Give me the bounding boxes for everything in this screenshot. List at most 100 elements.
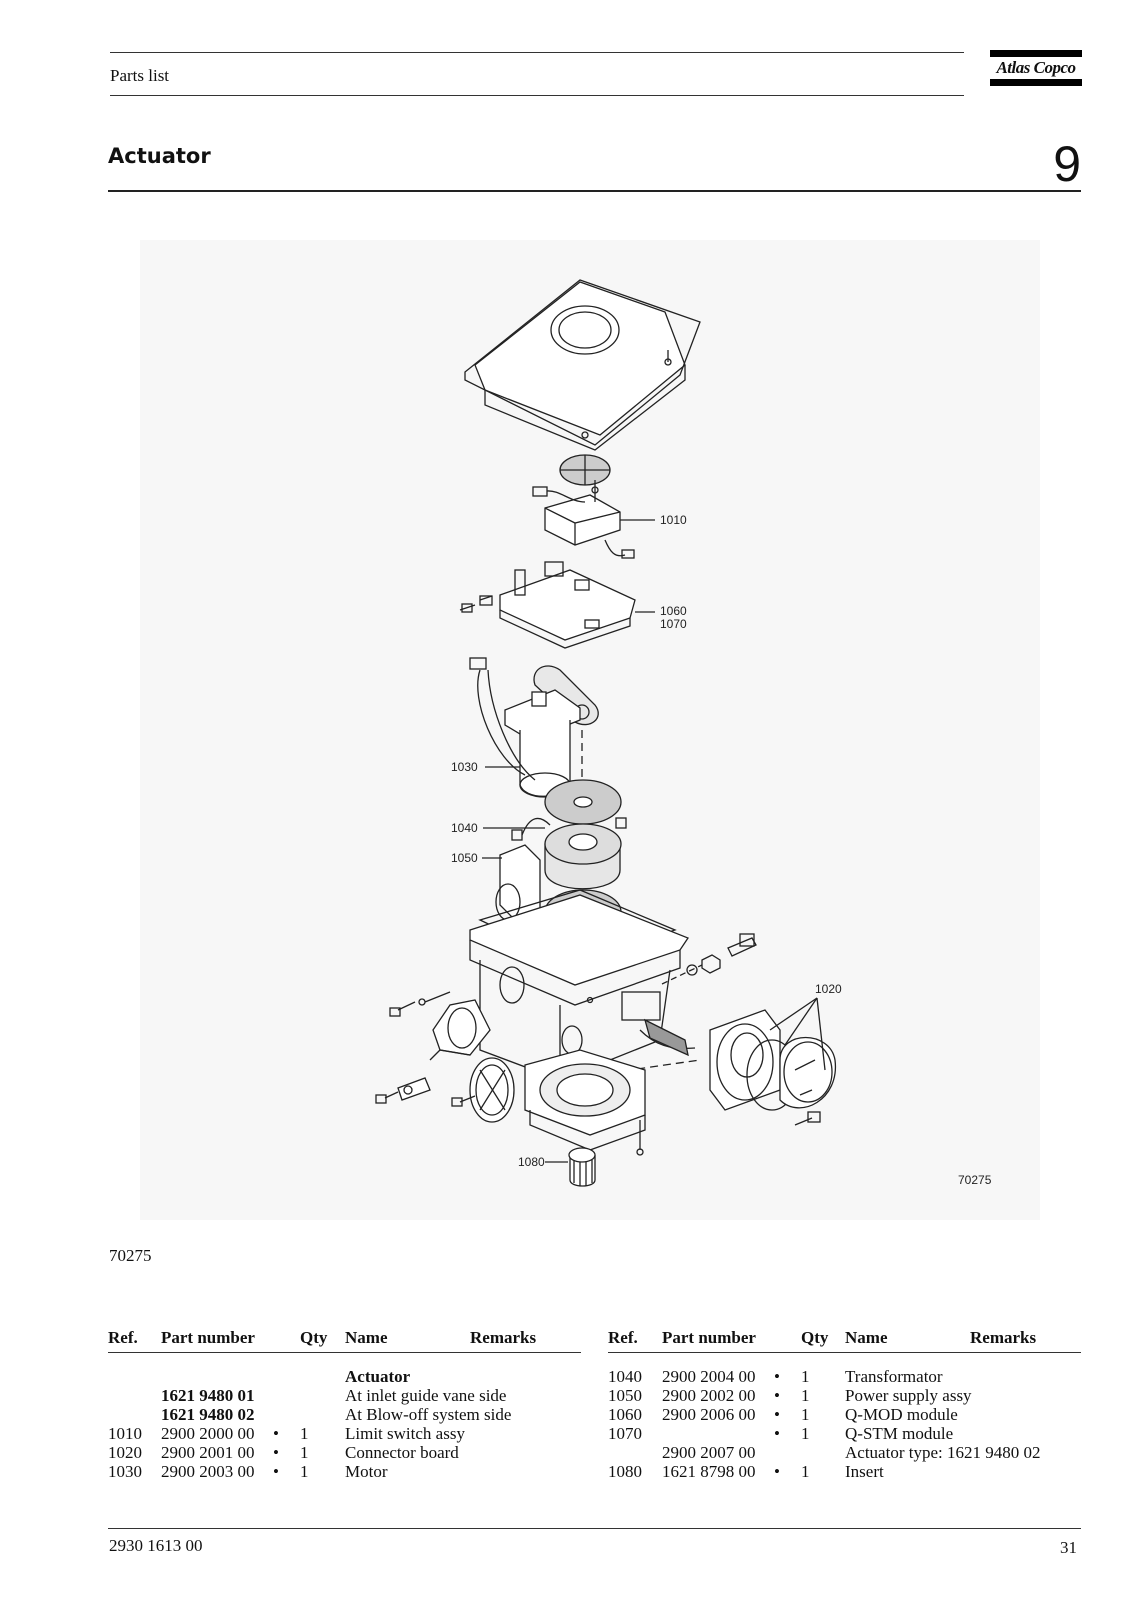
- header-part-number: Part number: [161, 1318, 273, 1353]
- logo-text: Atlas Copco: [996, 58, 1076, 77]
- cell-name: Power supply assy: [845, 1386, 972, 1405]
- insert-part: [568, 1147, 596, 1187]
- cell-name: At inlet guide vane side: [345, 1386, 507, 1405]
- atlas-copco-logo: Atlas Copco: [990, 50, 1082, 86]
- cell-part-number: 1621 8798 00: [662, 1462, 756, 1481]
- drawing-number: 70275: [958, 1173, 992, 1187]
- cell-name: Motor: [345, 1462, 388, 1481]
- table-header-row: Ref. Part number Qty Name Remarks: [608, 1318, 1081, 1353]
- cell-qty: 1: [300, 1424, 309, 1443]
- cell-spare-bullet: •: [774, 1367, 780, 1386]
- cell-name: Q-STM module: [845, 1424, 954, 1443]
- cell-part-number: 2900 2006 00: [662, 1405, 756, 1424]
- cell-name: At Blow-off system side: [345, 1405, 512, 1424]
- cell-part-number: 1621 9480 02: [161, 1405, 255, 1424]
- callout-labels: 1010 1060 1070 1030 1040 1050 1020 1080 …: [451, 513, 992, 1187]
- cell-spare-bullet: [273, 1386, 300, 1405]
- callout-1060: 1060: [660, 604, 687, 618]
- callout-1040: 1040: [451, 821, 478, 835]
- cell-qty: 1: [801, 1405, 810, 1424]
- cell-spare-bullet: •: [273, 1443, 279, 1462]
- cell-part-number: 2900 2007 00: [662, 1443, 756, 1462]
- cell-qty: [300, 1386, 345, 1405]
- cover-part: [464, 279, 701, 451]
- header-name: Name: [345, 1318, 470, 1353]
- footer-rule: [108, 1528, 1081, 1529]
- motor-part: [469, 657, 583, 820]
- header-ref: Ref.: [608, 1318, 662, 1353]
- header-ref: Ref.: [108, 1318, 161, 1353]
- figure-caption: 70275: [109, 1246, 152, 1265]
- table-row: 1060 2900 2006 00 • 1 Q-MOD module: [608, 1405, 1081, 1424]
- cell-name: Transformator: [845, 1367, 943, 1386]
- cell-ref: [108, 1386, 161, 1405]
- cell-name: Insert: [845, 1462, 884, 1481]
- cell-ref: 1040: [608, 1367, 642, 1386]
- actuator-exploded-drawing: 1010 1060 1070 1030 1040 1050 1020 1080 …: [140, 240, 1040, 1220]
- callout-1010: 1010: [660, 513, 687, 527]
- chapter-number: 9: [1053, 136, 1081, 192]
- header-qty: Qty: [801, 1318, 845, 1353]
- cell-spare-bullet: •: [774, 1405, 780, 1424]
- cell-part-number: 2900 2001 00: [161, 1443, 255, 1462]
- cell-ref: 1030: [108, 1462, 142, 1481]
- header-remarks: Remarks: [470, 1318, 581, 1353]
- page-number: 31: [1060, 1538, 1077, 1557]
- table-row: Actuator: [108, 1353, 581, 1387]
- parts-table-right: Ref. Part number Qty Name Remarks 1040 29…: [608, 1318, 1081, 1481]
- cell-part-number: [161, 1353, 273, 1387]
- table-header-row: Ref. Part number Qty Name Remarks: [108, 1318, 581, 1353]
- cell-ref: 1060: [608, 1405, 642, 1424]
- cell-spare-bullet: •: [774, 1424, 780, 1443]
- title-rule: [108, 190, 1081, 192]
- qmod-board-part: [459, 561, 636, 649]
- cell-spare-bullet: [273, 1353, 300, 1387]
- table-row: 1621 9480 02 At Blow-off system side: [108, 1405, 581, 1424]
- limit-switch-part: [532, 480, 635, 559]
- cell-ref: 1070: [608, 1424, 642, 1443]
- table-row: 1070 • 1 Q-STM module: [608, 1424, 1081, 1443]
- callout-1020: 1020: [815, 982, 842, 996]
- header-qty: Qty: [300, 1318, 345, 1353]
- section-label: Parts list: [110, 66, 170, 85]
- cell-ref: [108, 1405, 161, 1424]
- bracket-part: [375, 1077, 431, 1104]
- cell-ref: 1010: [108, 1424, 142, 1443]
- connector-housing-part: [709, 1009, 836, 1126]
- cell-qty: 1: [801, 1462, 810, 1481]
- cell-part-number: 1621 9480 01: [161, 1386, 255, 1405]
- cell-qty: 1: [801, 1424, 810, 1443]
- housing-part: [469, 889, 701, 1081]
- cell-qty: 1: [300, 1443, 309, 1462]
- cell-spare-bullet: •: [273, 1424, 279, 1443]
- header-part-number: Part number: [662, 1318, 774, 1353]
- cell-part-number: 2900 2000 00: [161, 1424, 255, 1443]
- cell-name: Q-MOD module: [845, 1405, 958, 1424]
- table-row: 1010 2900 2000 00 • 1 Limit switch assy: [108, 1424, 581, 1443]
- document-number: 2930 1613 00: [109, 1536, 203, 1555]
- callout-1050: 1050: [451, 851, 478, 865]
- cell-spare-bullet: [774, 1443, 801, 1462]
- parts-table-left: Ref. Part number Qty Name Remarks Actuat…: [108, 1318, 581, 1481]
- cell-ref: [108, 1353, 161, 1387]
- cell-qty: [300, 1353, 345, 1387]
- cell-qty: [801, 1443, 845, 1462]
- limit-disc-part: [559, 454, 611, 486]
- cell-ref: [608, 1443, 662, 1462]
- page-title: Actuator: [108, 144, 211, 168]
- cell-name: Actuator type: 1621 9480 02: [845, 1443, 1041, 1462]
- leader-lines: [482, 519, 826, 1163]
- cell-ref: 1050: [608, 1386, 642, 1405]
- cell-name: Limit switch assy: [345, 1424, 465, 1443]
- cell-part-number: 2900 2002 00: [662, 1386, 756, 1405]
- header-name: Name: [845, 1318, 970, 1353]
- side-cover-part: [389, 991, 491, 1061]
- cell-qty: 1: [801, 1367, 810, 1386]
- cell-spare-bullet: [273, 1405, 300, 1424]
- cell-name: Connector board: [345, 1443, 459, 1462]
- base-flange-part: [524, 1049, 646, 1156]
